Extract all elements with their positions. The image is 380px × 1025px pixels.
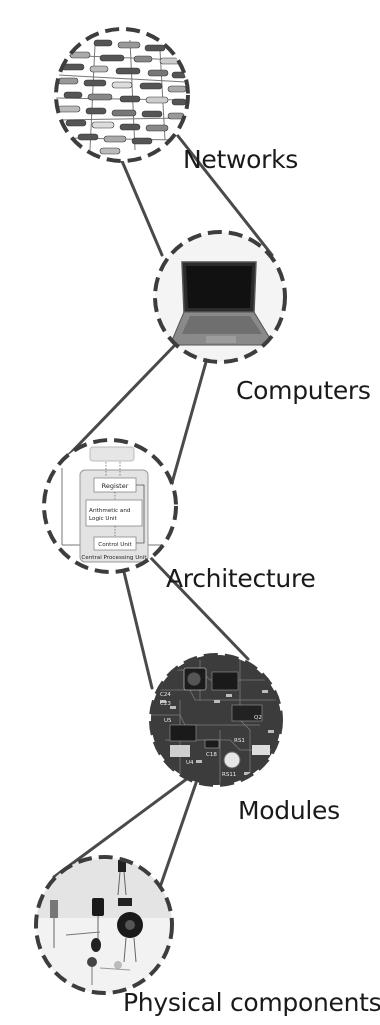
level-physical-components <box>34 855 174 995</box>
alu-label-line2: Logic Unit <box>89 516 118 522</box>
label-modules: Modules <box>238 796 340 825</box>
board-label-c24: C24 <box>160 692 171 698</box>
cpu-label: Central Processing Unit <box>81 555 147 561</box>
physical-components-ring <box>34 855 174 995</box>
level-architecture: Register Arithmetic and Logic Unit Contr… <box>42 438 178 574</box>
label-architecture: Architecture <box>166 564 316 593</box>
link-architecture-modules-left <box>122 570 154 690</box>
level-modules: C24 C23 U5 U4 Q2 RS1 C18 RS11 <box>149 653 283 787</box>
board-label-rs11: RS11 <box>222 772 236 778</box>
modules-ring <box>149 653 283 787</box>
board-label-c23: C23 <box>160 701 171 707</box>
board-label-rs1: RS1 <box>234 738 245 744</box>
alu-box <box>85 499 143 527</box>
control-unit-label: Control Unit <box>98 542 132 548</box>
board-label-c18: C18 <box>206 752 217 758</box>
board-label-u4: U4 <box>186 760 194 766</box>
network-graph-icon <box>56 39 188 155</box>
laptop-icon <box>169 261 275 346</box>
link-networks-computers-left <box>120 159 164 257</box>
board-label-u5: U5 <box>164 718 172 724</box>
circuit-board-icon: C24 C23 U5 U4 Q2 RS1 C18 RS11 <box>151 655 281 785</box>
level-networks <box>54 27 190 163</box>
link-modules-components-right <box>156 781 198 895</box>
link-networks-computers-right <box>176 134 274 257</box>
label-computers: Computers <box>236 376 371 405</box>
alu-label-line1: Arithmetic and <box>89 508 131 514</box>
label-physical-components: Physical components <box>123 988 380 1017</box>
cpu-diagram-icon: Register Arithmetic and Logic Unit Contr… <box>61 446 176 563</box>
link-architecture-modules-right <box>148 555 250 661</box>
computers-ring <box>153 230 287 364</box>
control-unit-box <box>93 536 137 551</box>
networks-ring <box>54 27 190 163</box>
architecture-ring <box>42 438 178 574</box>
link-modules-components-left <box>52 776 190 879</box>
level-computers <box>153 230 287 364</box>
link-computers-architecture-left <box>60 343 177 464</box>
register-label: Register <box>102 482 129 490</box>
connector-lines <box>52 134 274 895</box>
board-label-q2: Q2 <box>254 715 262 721</box>
label-networks: Networks <box>183 145 299 174</box>
link-computers-architecture-right <box>168 360 208 492</box>
